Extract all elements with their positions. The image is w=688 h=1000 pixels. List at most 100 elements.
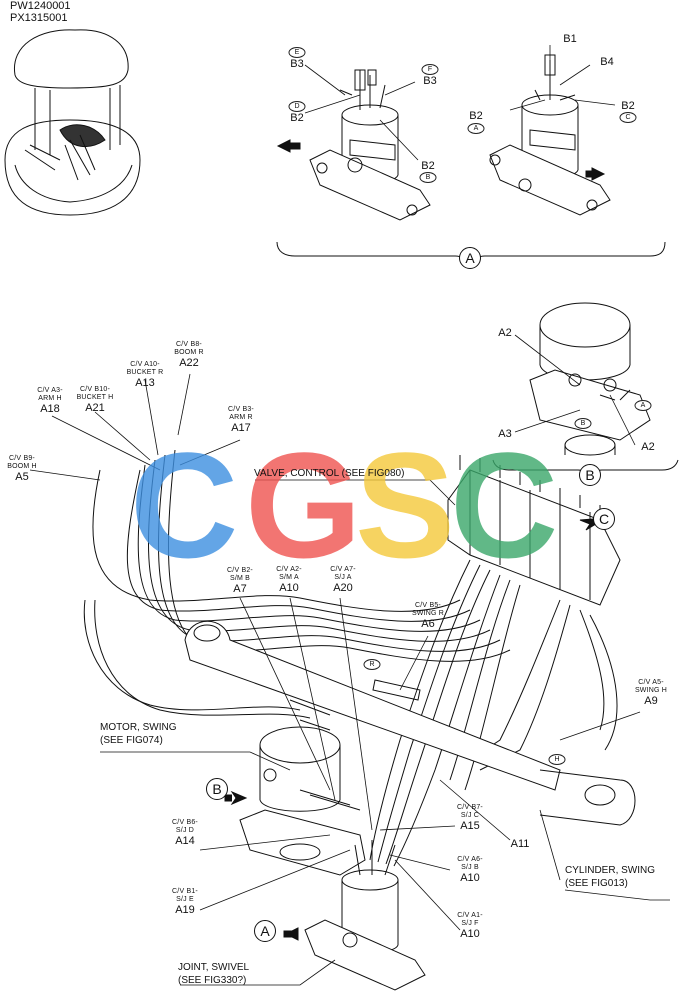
note-motor-swing: MOTOR, SWING bbox=[100, 722, 177, 733]
callout-a15-title1: C/V B7- bbox=[457, 804, 483, 811]
serial-2: PX1315001 bbox=[10, 12, 68, 24]
port-marker-h: H bbox=[548, 754, 566, 765]
callout-a19-title1: C/V B1- bbox=[172, 888, 198, 895]
callout-a18-title1: C/V A3- bbox=[37, 387, 63, 394]
callout-a13: C/V A10- BUCKET R A13 bbox=[127, 361, 164, 389]
code-b3-right: B3 bbox=[423, 75, 437, 87]
swivel-joint-view-a-left bbox=[276, 69, 431, 221]
code-b2-c: B2 bbox=[621, 100, 635, 112]
callout-a19-title2: S/J E bbox=[176, 896, 194, 903]
callout-a18-title2: ARM H bbox=[38, 395, 62, 402]
note-valve-control: VALVE, CONTROL (SEE FIG080) bbox=[254, 468, 405, 479]
callout-a15-title2: S/J C bbox=[460, 812, 480, 819]
callout-a5: C/V B9- BOOM H A5 bbox=[7, 455, 37, 483]
callout-a10-sjf: C/V A1- S/J F A10 bbox=[457, 912, 483, 940]
callout-a22-title1: C/V B8- bbox=[176, 341, 202, 348]
view-marker-a: A bbox=[254, 920, 276, 942]
serial-1: PW1240001 bbox=[10, 0, 71, 12]
cab-illustration bbox=[4, 29, 141, 216]
note-motor-swing-ref: (SEE FIG074) bbox=[100, 735, 163, 746]
note-joint-swivel: JOINT, SWIVEL bbox=[178, 962, 250, 973]
view-a-callout: A bbox=[459, 247, 481, 269]
code-b4: B4 bbox=[600, 56, 614, 68]
callout-a13-title2: BUCKET R bbox=[126, 369, 164, 376]
callout-a10-sma-title2: S/M A bbox=[279, 574, 299, 581]
code-a3: A3 bbox=[498, 428, 512, 440]
callout-a15: C/V B7- S/J C A15 bbox=[457, 804, 483, 832]
callout-a22-code: A22 bbox=[179, 357, 199, 369]
callout-a21-title2: BUCKET H bbox=[76, 394, 114, 401]
callout-a19-code: A19 bbox=[175, 904, 195, 916]
callout-a6-code: A6 bbox=[421, 618, 435, 630]
code-a2-top: A2 bbox=[498, 327, 512, 339]
callout-a18: C/V A3- ARM H A18 bbox=[37, 387, 63, 415]
callout-a7-code: A7 bbox=[233, 583, 247, 595]
callout-a7: C/V B2- S/M B A7 bbox=[227, 567, 253, 595]
callout-a21: C/V B10- BUCKET H A21 bbox=[77, 386, 114, 414]
code-b2-bottom: B2 bbox=[421, 160, 435, 172]
callout-a20: C/V A7- S/J A A20 bbox=[330, 566, 356, 594]
callout-a10-sjb: C/V A6- S/J B A10 bbox=[457, 856, 483, 884]
note-joint-swivel-ref: (SEE FIG330?) bbox=[178, 975, 247, 986]
callout-a9: C/V A5- SWING H A9 bbox=[635, 679, 667, 707]
arrow-b-motor bbox=[230, 790, 248, 806]
bubble-a: A bbox=[467, 123, 485, 134]
callout-a7-title2: S/M B bbox=[229, 575, 251, 582]
callout-a5-code: A5 bbox=[15, 471, 29, 483]
bubble-c: C bbox=[619, 112, 637, 123]
callout-a20-title2: S/J A bbox=[334, 574, 352, 581]
callout-a10-sjb-title1: C/V A6- bbox=[457, 856, 483, 863]
callout-a14-code: A14 bbox=[175, 835, 195, 847]
port-marker-r: R bbox=[363, 659, 381, 670]
hose-bundle-left bbox=[83, 449, 511, 719]
callout-a13-title1: C/V A10- bbox=[130, 361, 160, 368]
swing-motor-bottom bbox=[239, 726, 366, 876]
callout-a20-title1: C/V A7- bbox=[330, 566, 356, 573]
code-a11: A11 bbox=[510, 838, 530, 850]
note-cylinder-swing-ref: (SEE FIG013) bbox=[565, 878, 628, 889]
note-cylinder-swing: CYLINDER, SWING bbox=[565, 865, 656, 876]
callout-a10-sma-code: A10 bbox=[279, 582, 299, 594]
swing-cylinder bbox=[184, 620, 636, 826]
callout-a9-title2: SWING H bbox=[634, 687, 668, 694]
callout-a10-sjf-code: A10 bbox=[460, 928, 480, 940]
callout-a17-title1: C/V B3- bbox=[228, 406, 254, 413]
callout-a21-code: A21 bbox=[85, 402, 105, 414]
callout-a22: C/V B8- BOOM R A22 bbox=[174, 341, 204, 369]
callout-a17: C/V B3- ARM R A17 bbox=[228, 406, 254, 434]
bubble-b-viewb: B bbox=[574, 418, 592, 429]
callout-a5-title1: C/V B9- bbox=[9, 455, 35, 462]
callout-a17-title2: ARM R bbox=[229, 414, 253, 421]
bubble-d: D bbox=[288, 101, 306, 112]
callout-a10-sjf-title2: S/J F bbox=[461, 920, 479, 927]
callout-a17-code: A17 bbox=[231, 422, 251, 434]
view-marker-b: B bbox=[206, 778, 228, 800]
callout-a19: C/V B1- S/J E A19 bbox=[172, 888, 198, 916]
callout-a7-title1: C/V B2- bbox=[227, 567, 253, 574]
callout-a22-title2: BOOM R bbox=[174, 349, 204, 356]
code-b2-a: B2 bbox=[469, 110, 483, 122]
control-valve bbox=[447, 455, 621, 606]
callout-a10-sjb-code: A10 bbox=[460, 872, 480, 884]
bubble-e: E bbox=[288, 47, 306, 58]
leader-lines bbox=[29, 45, 670, 986]
callout-a10-sjb-title2: S/J B bbox=[461, 864, 479, 871]
callout-a18-code: A18 bbox=[40, 403, 60, 415]
swivel-joint-bottom bbox=[283, 840, 426, 991]
callout-a21-title1: C/V B10- bbox=[80, 386, 110, 393]
callout-a6: C/V B5- SWING R A6 bbox=[412, 602, 444, 630]
callout-a6-title2: SWING R bbox=[411, 610, 445, 617]
swing-motor-view-b bbox=[529, 302, 651, 456]
swivel-joint-view-a-right bbox=[489, 54, 611, 216]
view-b-callout: B bbox=[579, 464, 601, 486]
callout-a10-sma-title1: C/V A2- bbox=[276, 566, 302, 573]
callout-a14: C/V B6- S/J D A14 bbox=[172, 819, 198, 847]
callout-a14-title2: S/J D bbox=[175, 827, 195, 834]
bubble-a-viewb: A bbox=[634, 400, 652, 411]
view-marker-c: C bbox=[593, 508, 615, 530]
code-b2-left: B2 bbox=[290, 112, 304, 124]
bubble-b: B bbox=[419, 172, 437, 183]
part-header: PW1240001 PX1315001 bbox=[10, 0, 71, 24]
callout-a14-title1: C/V B6- bbox=[172, 819, 198, 826]
